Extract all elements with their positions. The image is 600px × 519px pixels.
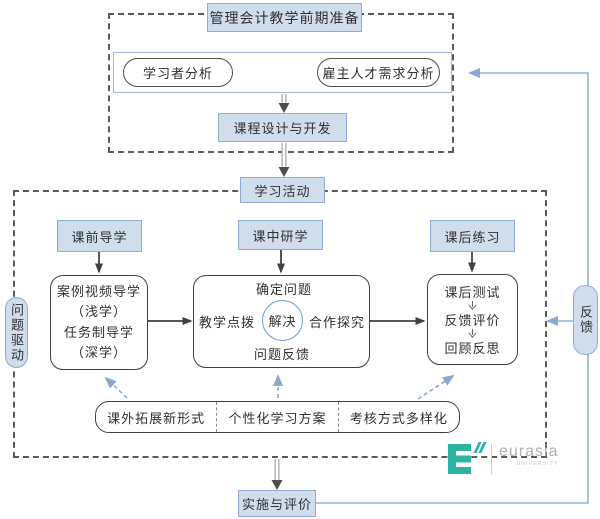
pre-class-box-line1: 案例视频导学 bbox=[56, 284, 141, 300]
eurasia-logo-name: eurasia bbox=[499, 443, 559, 460]
eurasia-logo-divider bbox=[491, 444, 492, 474]
eurasia-logo: eurasia UNIVERSITY bbox=[448, 442, 559, 474]
strategy-extracurricular: 课外拓展新形式 bbox=[107, 410, 206, 426]
cycle-cooperative-inquiry: 合作探究 bbox=[308, 314, 365, 330]
implementation-evaluation: 实施与评价 bbox=[238, 490, 316, 517]
feedback-label: 反馈 bbox=[573, 285, 598, 355]
course-design: 课程设计与开发 bbox=[218, 113, 347, 142]
pre-class-box: 案例视频导学 （浅学） 任务制导学 （深学） bbox=[50, 275, 148, 370]
down-arrow-icon bbox=[468, 329, 477, 338]
after-class-step3: 回顾反思 bbox=[444, 341, 501, 356]
after-class-step1: 课后测试 bbox=[444, 285, 501, 300]
strategy-assessment: 考核方式多样化 bbox=[337, 402, 459, 432]
strategy-personalized: 个性化学习方案 bbox=[216, 402, 337, 432]
eurasia-logo-subtitle: UNIVERSITY bbox=[516, 461, 559, 467]
eurasia-logo-e-icon bbox=[448, 444, 471, 474]
employer-analysis: 雇主人才需求分析 bbox=[317, 58, 440, 87]
down-arrow-icon bbox=[468, 301, 477, 310]
cycle-teaching-guidance: 教学点拨 bbox=[198, 314, 255, 330]
support-strategies-bar: 课外拓展新形式 个性化学习方案 考核方式多样化 bbox=[95, 401, 460, 433]
learner-analysis: 学习者分析 bbox=[123, 58, 233, 87]
cycle-determine-problem: 确定问题 bbox=[255, 281, 312, 297]
pre-class-box-line2: （浅学） bbox=[70, 304, 127, 320]
preparation-title: 管理会计教学前期准备 bbox=[207, 3, 362, 32]
pre-class-label: 课前导学 bbox=[57, 220, 142, 252]
arrow-analysis-to-coursedesign bbox=[278, 93, 290, 113]
cycle-solve-circle: 解决 bbox=[262, 300, 303, 341]
after-class-label: 课后练习 bbox=[430, 220, 515, 252]
pre-class-box-line3: 任务制导学 bbox=[63, 324, 134, 340]
pre-class-box-line4: （深学） bbox=[70, 344, 127, 360]
arrow-coursedesign-to-activity bbox=[278, 142, 290, 177]
cycle-problem-feedback: 问题反馈 bbox=[253, 346, 310, 362]
dashed-arrow-seg1-to-leftbox bbox=[104, 376, 128, 399]
learning-activity-title: 学习活动 bbox=[240, 177, 325, 203]
in-class-label: 课中研学 bbox=[238, 220, 323, 250]
eurasia-logo-slashes-icon bbox=[473, 442, 487, 453]
after-class-box: 课后测试 反馈评价 回顾反思 bbox=[427, 274, 518, 365]
dashed-arrow-seg3-to-rightbox bbox=[417, 374, 455, 400]
problem-driven-label: 问题驱动 bbox=[5, 297, 28, 368]
arrow-frame-to-implementation bbox=[271, 458, 283, 490]
after-class-step2: 反馈评价 bbox=[444, 313, 501, 328]
